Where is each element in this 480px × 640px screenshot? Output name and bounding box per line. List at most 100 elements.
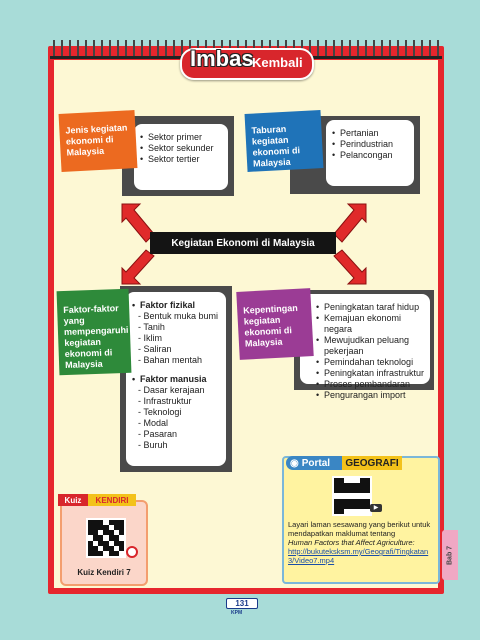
qr-module [108, 540, 114, 546]
qr-module [108, 530, 114, 536]
qr-module [118, 545, 124, 551]
qr-module [354, 483, 360, 489]
qr-module [93, 535, 99, 541]
taburan-tag: Taburan kegiatan ekonomi di Malaysia [244, 110, 324, 172]
qr-module [334, 483, 340, 489]
qr-module [364, 498, 370, 504]
qr-module [113, 550, 119, 556]
chapter-tab[interactable]: Bab 7 [442, 530, 458, 580]
list-item: Buruh [138, 440, 222, 451]
qr-module [118, 530, 124, 536]
qr-module [98, 520, 104, 526]
qr-module [93, 520, 99, 526]
qr-module [93, 530, 99, 536]
qr-module [349, 498, 355, 504]
qr-module [88, 520, 94, 526]
qr-module [364, 488, 370, 494]
portal-link[interactable]: http://bukuteksksm.my/Geografi/Tingkatan… [288, 547, 429, 565]
qr-module [108, 545, 114, 551]
qr-module [359, 493, 365, 499]
qr-module [118, 535, 124, 541]
qr-module [344, 483, 350, 489]
qr-module [344, 508, 350, 514]
qr-module [108, 525, 114, 531]
qr-module [98, 535, 104, 541]
qr-module [103, 520, 109, 526]
qr-module [349, 478, 355, 484]
qr-module [113, 520, 119, 526]
qr-module [108, 520, 114, 526]
kuiz-qr-code[interactable] [86, 518, 126, 558]
qr-module [339, 493, 345, 499]
qr-module [88, 540, 94, 546]
qr-module [364, 478, 370, 484]
faktor-manusia-heading: Faktor manusia [132, 374, 222, 385]
qr-module [344, 478, 350, 484]
portal-label: ◉ Portal [286, 456, 342, 470]
qr-module [349, 493, 355, 499]
qr-module [93, 550, 99, 556]
qr-module [88, 545, 94, 551]
qr-module [88, 535, 94, 541]
portal-label-text: Portal [301, 457, 331, 469]
qr-module [354, 498, 360, 504]
center-label: Kegiatan Ekonomi di Malaysia [150, 232, 336, 254]
list-item: Infrastruktur [138, 396, 222, 407]
list-item: Sektor primer [140, 132, 224, 143]
qr-module [103, 540, 109, 546]
qr-module [334, 478, 340, 484]
portal-qr-code[interactable] [332, 476, 372, 516]
qr-module [113, 525, 119, 531]
taburan-card: PertanianPerindustrianPelancongan [326, 120, 414, 186]
qr-module [339, 478, 345, 484]
qr-module [98, 530, 104, 536]
qr-module [364, 503, 370, 509]
list-item: Pelancongan [332, 150, 410, 161]
qr-module [118, 520, 124, 526]
qr-module [339, 508, 345, 514]
list-item: Tanih [138, 322, 222, 333]
list-item: Pengurangan import [316, 390, 426, 401]
faktor-fizikal-list: Bentuk muka bumiTanihIklimSaliranBahan m… [130, 311, 222, 366]
kuiz-label: Kuiz [58, 494, 88, 506]
qr-module [103, 550, 109, 556]
qr-module [334, 488, 340, 494]
list-item: Pemindahan teknologi [316, 357, 426, 368]
title-banner [180, 48, 314, 80]
list-item: Mewujudkan peluang pekerjaan [316, 335, 426, 357]
qr-module [108, 550, 114, 556]
list-item: Kemajuan ekonomi negara [316, 313, 426, 335]
qr-module [339, 488, 345, 494]
qr-module [334, 498, 340, 504]
qr-module [108, 535, 114, 541]
arrow-up-right-icon [333, 203, 367, 243]
qr-module [98, 550, 104, 556]
list-item: Proses pembandaran [316, 379, 426, 390]
list-item: Sektor sekunder [140, 143, 224, 154]
kepentingan-tag: Kepentingan kegiatan ekonomi di Malaysia [236, 288, 314, 360]
faktor-tag: Faktor-faktor yang mempengaruhi kegiatan… [56, 288, 132, 376]
list-item: Bentuk muka bumi [138, 311, 222, 322]
qr-module [88, 530, 94, 536]
qr-module [354, 508, 360, 514]
qr-module [359, 478, 365, 484]
qr-module [113, 535, 119, 541]
target-icon [126, 546, 138, 558]
qr-module [98, 540, 104, 546]
kuiz-kendiri-label: KENDIRI [88, 494, 136, 506]
qr-module [359, 508, 365, 514]
qr-module [354, 488, 360, 494]
qr-module [339, 503, 345, 509]
qr-module [359, 503, 365, 509]
kuiz-caption: Kuiz Kendiri 7 [77, 568, 131, 577]
page-number: 131 [226, 598, 258, 609]
qr-module [118, 540, 124, 546]
qr-module [103, 525, 109, 531]
qr-module [334, 503, 340, 509]
list-item: Saliran [138, 344, 222, 355]
qr-module [339, 483, 345, 489]
list-item: Peningkatan infrastruktur [316, 368, 426, 379]
play-icon: ◉ [290, 457, 299, 469]
jenis-tag: Jenis kegiatan ekonomi di Malaysia [58, 110, 138, 172]
qr-module [359, 498, 365, 504]
